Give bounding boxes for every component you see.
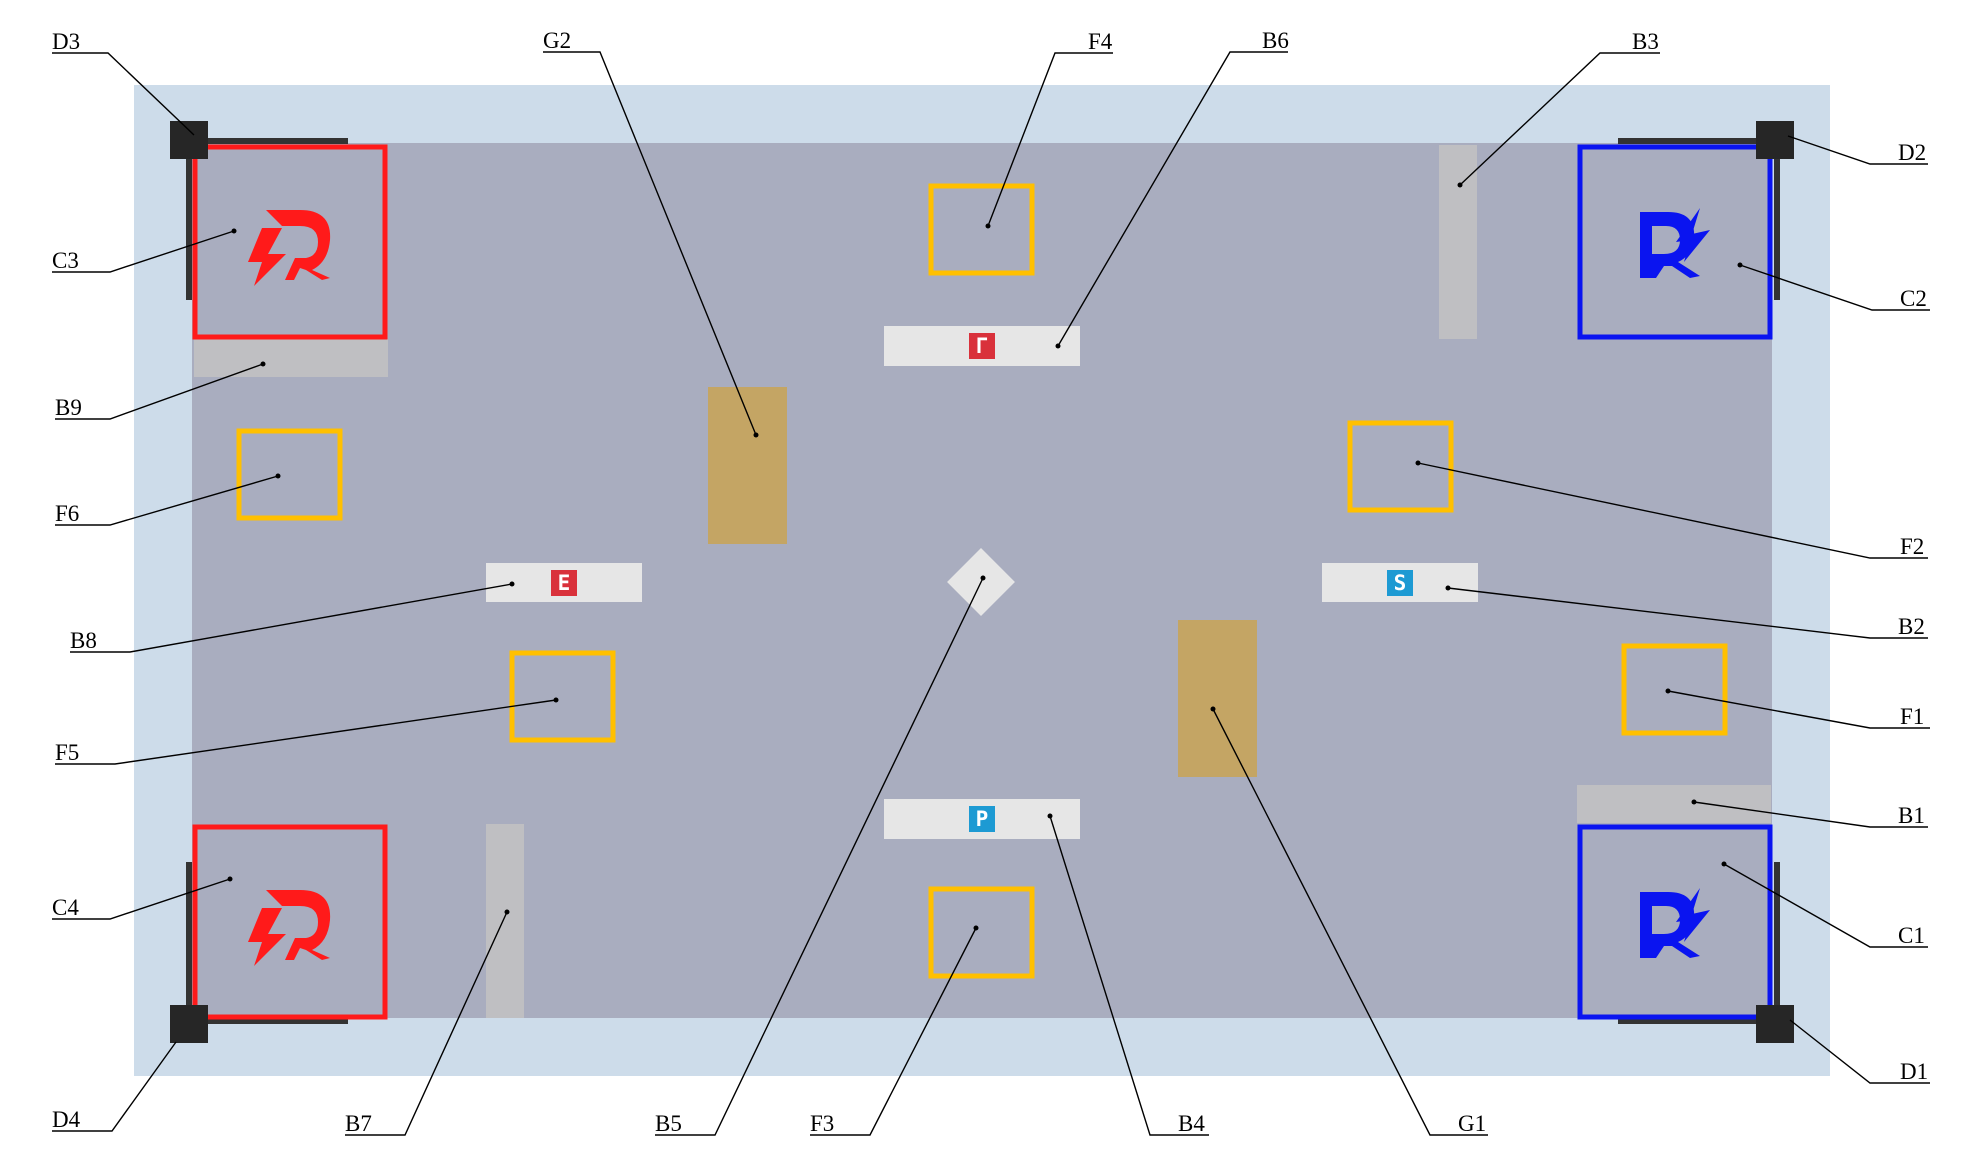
label-B1: B1 [1898, 803, 1925, 828]
label-B2: B2 [1898, 614, 1925, 639]
label-B8: B8 [70, 628, 97, 653]
barrier-B6-tag [969, 333, 995, 359]
corner-block-D1 [1756, 1005, 1794, 1043]
label-B7: B7 [345, 1111, 372, 1136]
zone-F5 [509, 650, 616, 743]
blue-robomaster-logo-icon [1640, 888, 1710, 958]
red-robomaster-logo-icon [248, 890, 331, 966]
blue-robomaster-logo-icon [1640, 208, 1710, 278]
corner-block-D3 [170, 121, 208, 159]
label-F1: F1 [1900, 704, 1924, 729]
barrier-B2-tag-letter: S [1394, 571, 1407, 595]
label-C3: C3 [52, 248, 79, 273]
label-D4: D4 [52, 1107, 81, 1132]
corner-block-D2 [1756, 121, 1794, 159]
barrier-B3 [1439, 145, 1477, 339]
barrier-B8-tag-letter: E [558, 571, 571, 595]
barrier-B8-tag [551, 570, 577, 596]
zone-F3 [928, 886, 1035, 979]
label-G2: G2 [543, 28, 571, 53]
red-robomaster-logo-icon [248, 210, 331, 286]
label-B9: B9 [55, 395, 82, 420]
label-B5: B5 [655, 1111, 682, 1136]
base-brackets [186, 138, 1780, 1024]
label-B4: B4 [1178, 1111, 1205, 1136]
zone-F2 [1347, 420, 1454, 513]
corner-block-D4 [170, 1005, 208, 1043]
base-C2 [1577, 144, 1773, 340]
base-C3 [192, 144, 388, 340]
barrier-B1 [1577, 785, 1771, 823]
label-D2: D2 [1898, 140, 1926, 165]
gold-block-G1 [1178, 620, 1257, 777]
label-F2: F2 [1900, 534, 1924, 559]
label-D1: D1 [1900, 1059, 1928, 1084]
barrier-B4-tag-letter: P [976, 807, 989, 831]
barrier-B6-tag-letter: Г [976, 334, 989, 358]
barrier-B2-tag [1387, 570, 1413, 596]
label-F4: F4 [1088, 29, 1113, 54]
leader-dots [227, 182, 1743, 931]
label-F5: F5 [55, 740, 79, 765]
label-C4: C4 [52, 895, 79, 920]
barrier-B7 [486, 824, 524, 1018]
yellow-zones [236, 183, 1728, 979]
label-G1: G1 [1458, 1111, 1486, 1136]
gold-block-G2 [708, 387, 787, 544]
base-C1 [1577, 824, 1773, 1020]
label-B6: B6 [1262, 28, 1289, 53]
label-C1: C1 [1898, 923, 1925, 948]
barrier-B4-tag [969, 806, 995, 832]
barrier-B9 [194, 339, 388, 377]
leader-lines [52, 51, 1930, 1136]
label-F6: F6 [55, 501, 79, 526]
base-C4 [192, 824, 388, 1020]
zone-F1 [1621, 643, 1728, 736]
label-B3: B3 [1632, 29, 1659, 54]
zone-F4 [928, 183, 1035, 276]
label-D3: D3 [52, 29, 80, 54]
label-C2: C2 [1900, 286, 1927, 311]
zone-F6 [236, 428, 343, 521]
label-F3: F3 [810, 1111, 834, 1136]
